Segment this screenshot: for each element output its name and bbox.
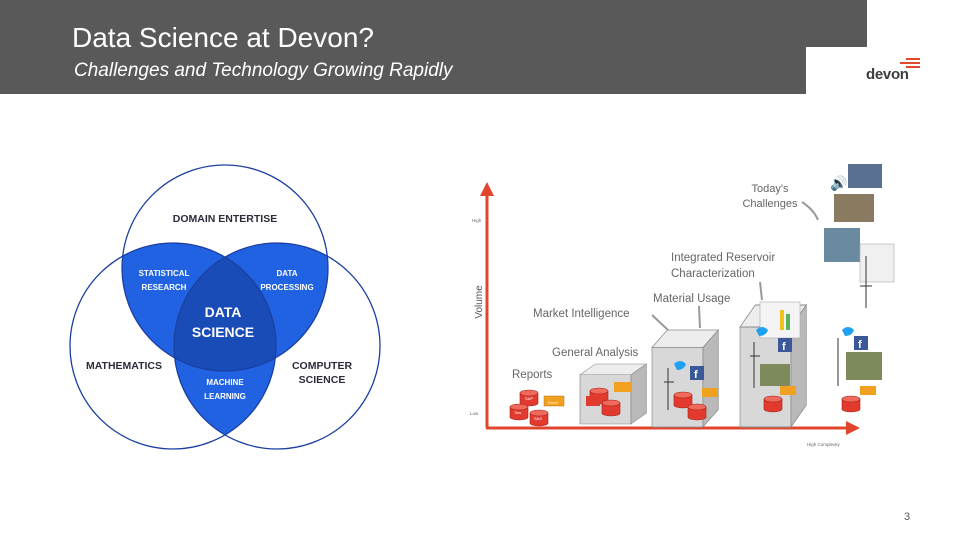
reservoir-label-1: Integrated Reservoir (671, 252, 775, 264)
market-intelligence-contents: f (664, 361, 718, 421)
header-band (0, 0, 867, 47)
general-analysis-databases (586, 382, 632, 417)
center-label-1: DATA (205, 304, 242, 320)
todays-arrow-icon (801, 201, 819, 221)
logo-bars-icon (900, 58, 920, 70)
center-overlap (174, 243, 276, 371)
y-high-label: High (472, 218, 482, 223)
map-image (846, 352, 882, 380)
data-growth-diagram: Volume High Low High Complexity Today's … (470, 164, 895, 447)
material-label: Material Usage (653, 293, 730, 305)
label-processing: PROCESSING (260, 283, 313, 292)
facebook-glyph: f (858, 339, 862, 351)
label-machine: MACHINE (206, 378, 244, 387)
x-high-label: High Complexity (807, 442, 841, 447)
label-science: SCIENCE (299, 374, 346, 386)
x-axis-arrow-icon (846, 421, 860, 435)
facebook-icon (854, 336, 868, 350)
label-computer: COMPUTER (292, 360, 353, 372)
db-label-tow: Tow (514, 410, 521, 415)
label-data: DATA (276, 269, 297, 278)
page-number: 3 (904, 511, 911, 523)
circle-mathematics (69, 242, 277, 450)
twitter-icon (674, 361, 686, 370)
y-axis-arrow-icon (480, 182, 494, 196)
speaker-icon: 🔊 (830, 174, 847, 192)
twitter-icon (756, 327, 768, 336)
y-axis-label: Volume (474, 285, 485, 319)
facebook-icon (690, 366, 704, 380)
label-domain: DOMAIN ENTERTISE (173, 213, 277, 225)
todays-challenges-contents: 🔊 f (824, 164, 895, 413)
facebook-icon (778, 338, 792, 352)
material-arrow-icon (698, 305, 701, 329)
material-usage-contents: f (750, 301, 801, 413)
db-label-sap: SAP (525, 396, 533, 401)
db-label-sas: SAS (534, 416, 542, 421)
devon-logo: devon (864, 58, 920, 88)
map-image (760, 364, 790, 386)
reports-databases: SAP Tow Excel SAS (509, 389, 565, 427)
header-band-lower (0, 47, 806, 94)
circle-domain (121, 164, 329, 372)
reservoir-label-2: Characterization (671, 268, 755, 280)
slide-title: Data Science at Devon? (72, 22, 374, 53)
label-research: RESEARCH (142, 283, 187, 292)
y-low-label: Low (470, 411, 479, 416)
venn-diagram: DOMAIN ENTERTISE MATHEMATICS COMPUTER SC… (69, 164, 381, 450)
chart-photo (859, 243, 895, 283)
todays-label-1: Today's (752, 183, 789, 195)
general-label: General Analysis (552, 347, 639, 359)
site-photo (834, 194, 874, 222)
market-intelligence-cube (651, 329, 719, 428)
device-photo (824, 228, 860, 262)
market-arrow-icon (651, 314, 669, 331)
db-label-excel: Excel (548, 400, 558, 405)
reservoir-arrow-icon (759, 281, 763, 301)
twitter-icon (842, 327, 854, 336)
facebook-glyph: f (782, 341, 786, 353)
reports-label: Reports (512, 369, 553, 381)
equipment-photo (848, 164, 882, 188)
slide-subtitle: Challenges and Technology Growing Rapidl… (74, 60, 453, 81)
circle-computer-science (173, 242, 381, 450)
market-label: Market Intelligence (533, 308, 630, 320)
facebook-glyph: f (694, 369, 698, 381)
label-mathematics: MATHEMATICS (86, 360, 162, 372)
center-label-2: SCIENCE (192, 324, 254, 340)
todays-label-2: Challenges (742, 198, 798, 210)
logo-text: devon (866, 66, 909, 83)
label-statistical: STATISTICAL (139, 269, 190, 278)
label-learning: LEARNING (204, 392, 246, 401)
